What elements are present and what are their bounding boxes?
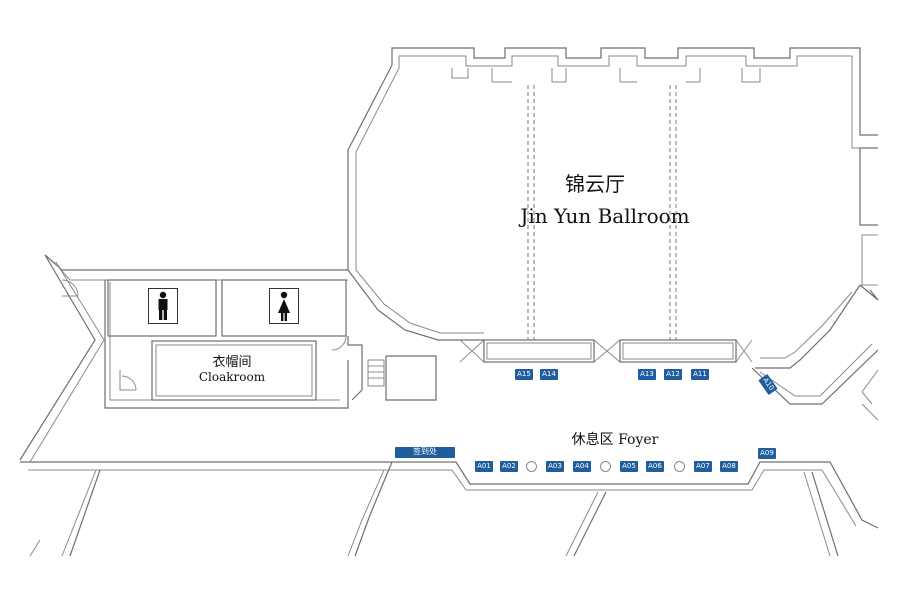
ballroom-name-en: Jin Yun Ballroom	[520, 204, 690, 228]
registration-desk: 签到处	[395, 447, 455, 458]
booth-a03: A03	[546, 461, 564, 472]
male-restroom-icon	[148, 288, 178, 324]
booth-a07: A07	[694, 461, 712, 472]
pillar	[600, 461, 611, 472]
cloakroom-name-en: Cloakroom	[198, 370, 266, 384]
booth-a14: A14	[540, 369, 558, 380]
booth-a08: A08	[720, 461, 738, 472]
left-wing-walls	[19, 254, 437, 463]
cloakroom-name-cn: 衣帽间	[212, 355, 252, 370]
ballroom-walls	[347, 47, 879, 421]
booth-a02: A02	[500, 461, 518, 472]
booth-a06: A06	[646, 461, 664, 472]
movable-partitions	[527, 85, 677, 340]
booth-a15: A15	[515, 369, 533, 380]
foyer-walls	[20, 461, 879, 557]
booth-a05: A05	[620, 461, 638, 472]
pillar	[526, 461, 537, 472]
booth-a09: A09	[758, 448, 776, 459]
female-restroom-icon	[269, 288, 299, 324]
foyer-label: 休息区 Foyer	[571, 432, 659, 448]
booth-a11: A11	[691, 369, 709, 380]
booth-a12: A12	[664, 369, 682, 380]
ballroom-name-cn: 锦云厅	[565, 172, 625, 196]
booth-a01: A01	[475, 461, 493, 472]
booth-a13: A13	[638, 369, 656, 380]
booth-a04: A04	[573, 461, 591, 472]
pillar	[674, 461, 685, 472]
